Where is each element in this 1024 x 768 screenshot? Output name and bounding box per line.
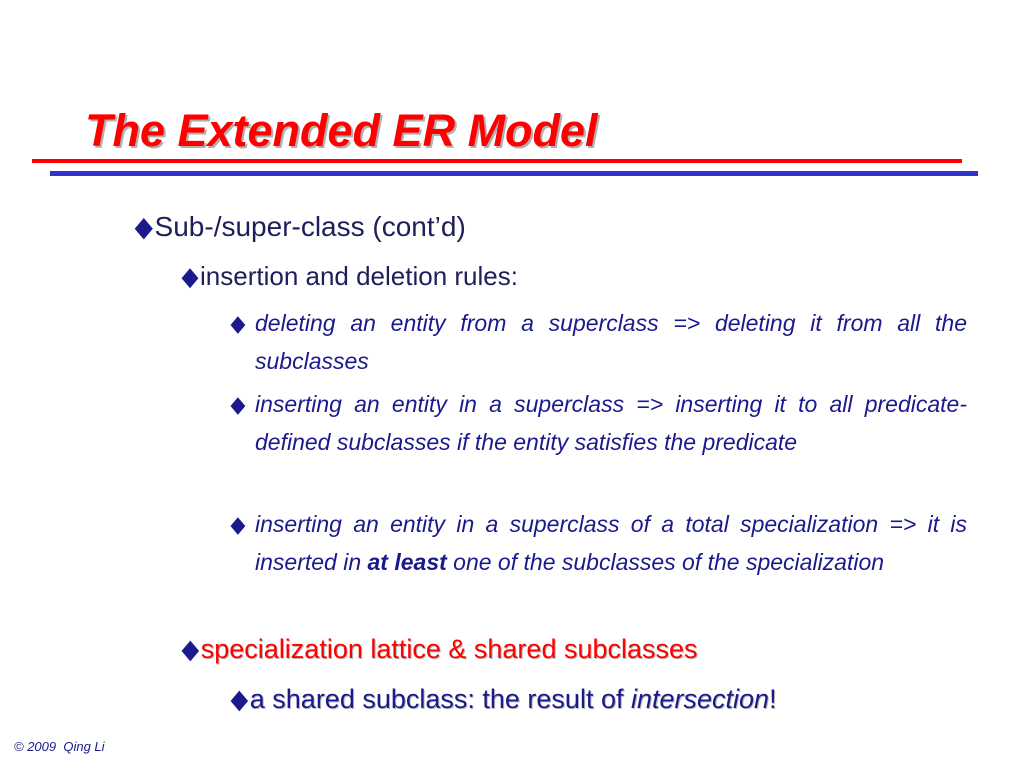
title-underline-blue <box>50 171 978 176</box>
bullet-emphasis: intersection <box>630 684 770 714</box>
diamond-bullet-icon: ◆ <box>230 391 246 417</box>
bullet-text-continued: ! <box>769 684 777 714</box>
diamond-bullet-icon: ◆ <box>230 684 249 714</box>
bullet-level1-subsuper-class: ◆Sub-/super-class (cont’d) <box>133 209 466 245</box>
bullet-emphasis: at least <box>367 548 447 575</box>
bullet-level2-insertion-deletion-rules: ◆insertion and deletion rules: <box>180 258 518 294</box>
diamond-bullet-icon: ◆ <box>134 211 153 242</box>
bullet-level3-inserting-predicate: ◆ inserting an entity in a superclass =>… <box>229 386 967 461</box>
slide-title: The Extended ER Model <box>85 105 598 156</box>
bullet-text-continued: one of the subclasses of the specializat… <box>446 548 885 575</box>
bullet-text: insertion and deletion rules: <box>200 261 518 291</box>
bullet-level3-inserting-total-specialization: ◆ inserting an entity in a superclass of… <box>229 506 967 581</box>
bullet-text: inserting an entity in a superclass of a… <box>255 511 967 575</box>
bullet-level3-shared-subclass: ◆a shared subclass: the result of inters… <box>229 680 777 718</box>
diamond-bullet-icon: ◆ <box>230 511 246 537</box>
title-underline-red <box>32 159 962 163</box>
bullet-text: a shared subclass: the result of <box>249 684 631 714</box>
diamond-bullet-icon: ◆ <box>181 261 199 291</box>
bullet-text: inserting an entity in a superclass => i… <box>255 391 967 455</box>
bullet-level2-specialization-lattice: ◆specialization lattice & shared subclas… <box>180 630 698 668</box>
bullet-text: specialization lattice & shared subclass… <box>200 634 698 664</box>
diamond-bullet-icon: ◆ <box>230 310 246 336</box>
bullet-text: Sub-/super-class (cont’d) <box>154 211 466 242</box>
bullet-text: deleting an entity from a superclass => … <box>255 310 967 374</box>
diamond-bullet-icon: ◆ <box>181 634 200 664</box>
slide-footer-copyright: © 2009 Qing Li <box>14 739 105 754</box>
bullet-level3-deleting-entity: ◆ deleting an entity from a superclass =… <box>229 305 967 380</box>
